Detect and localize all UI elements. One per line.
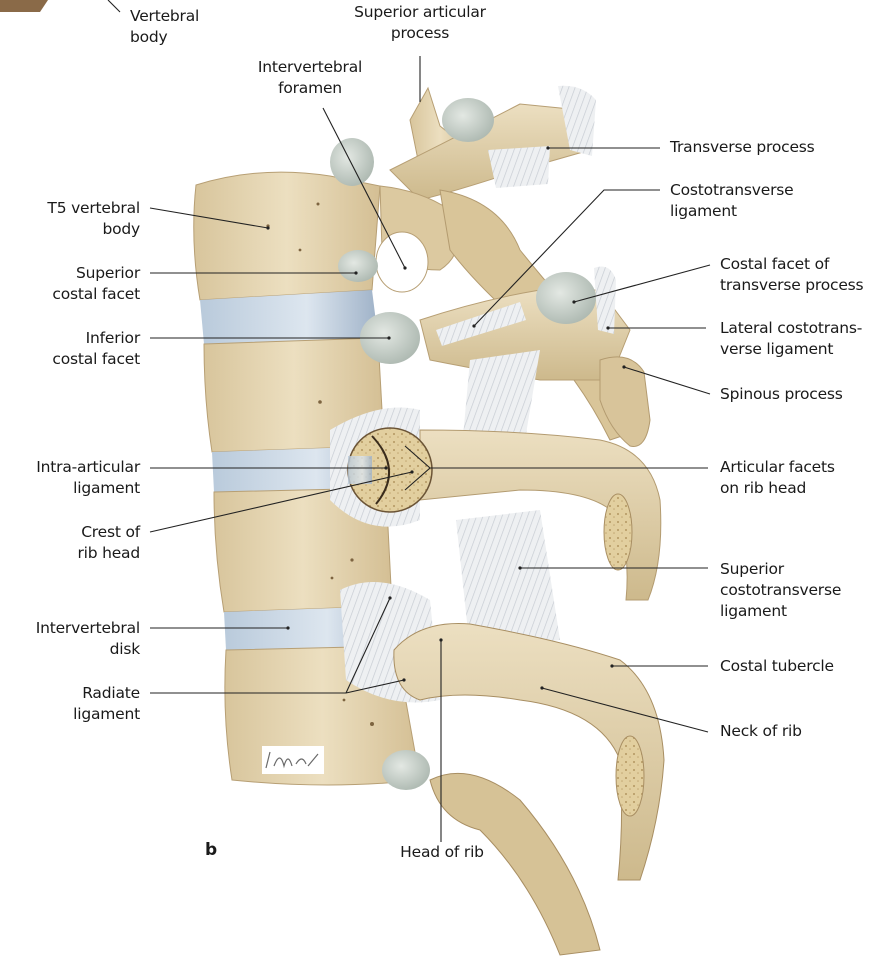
intervertebral-disk-upper xyxy=(200,290,378,344)
label-costal-facet-of-transverse-process: Costal facet of transverse process xyxy=(720,255,864,294)
label-intervertebral-disk: Intervertebral disk xyxy=(35,619,140,658)
label-costal-tubercle: Costal tubercle xyxy=(720,657,834,675)
upper-rib xyxy=(330,407,662,601)
label-inferior-costal-facet: Inferior costal facet xyxy=(52,329,140,368)
label-transverse-process: Transverse process xyxy=(670,138,815,156)
label-neck-of-rib: Neck of rib xyxy=(720,722,802,740)
leader-vertebral-body-top xyxy=(107,0,121,13)
label-radiate-ligament: Radiate ligament xyxy=(73,684,140,723)
label-superior-costal-facet: Superior costal facet xyxy=(52,264,140,303)
panel-a-fragment xyxy=(0,0,48,12)
label-crest-of-rib-head: Crest of rib head xyxy=(77,523,140,562)
leader-intervertebral-foramen xyxy=(322,107,406,269)
leader-radiate-ligament-lower xyxy=(345,679,405,694)
label-vertebral-body: Vertebral body xyxy=(130,7,200,46)
leader-radiate-ligament-upper xyxy=(345,597,391,694)
artist-signature xyxy=(262,746,324,774)
lower-rib xyxy=(340,582,665,956)
leader-neck-of-rib xyxy=(541,687,709,733)
superior-costotransverse-ligament-shape xyxy=(456,510,560,650)
label-articular-facets-on-rib-head: Articular facets on rib head xyxy=(720,458,835,497)
label-superior-costotransverse-ligament: Superior costotransverse ligament xyxy=(720,560,842,620)
label-intra-articular-ligament: Intra-articular ligament xyxy=(36,458,140,497)
leader-t5-vertebral-body xyxy=(149,207,269,229)
leader-lines xyxy=(107,0,711,842)
label-head-of-rib: Head of rib xyxy=(400,843,484,861)
lower-costal-facet-shape xyxy=(382,750,430,790)
superior-costal-facet-shape xyxy=(338,250,378,282)
leader-costotransverse-ligament xyxy=(473,189,660,327)
leader-spinous-process xyxy=(623,366,711,395)
label-superior-articular-process: Superior articular process xyxy=(354,3,486,42)
panel-letter: b xyxy=(205,840,218,860)
label-intervertebral-foramen: Intervertebral foramen xyxy=(257,58,363,97)
leader-costal-facet-of-transverse-process xyxy=(573,264,711,303)
leader-crest-of-rib-head xyxy=(149,471,413,533)
label-t5-vertebral-body: T5 vertebral body xyxy=(47,199,140,238)
label-spinous-process: Spinous process xyxy=(720,385,843,403)
label-costotransverse-ligament: Costotransverse ligament xyxy=(670,181,794,220)
label-lateral-costotransverse-ligament: Lateral costotrans- verse ligament xyxy=(720,319,863,358)
